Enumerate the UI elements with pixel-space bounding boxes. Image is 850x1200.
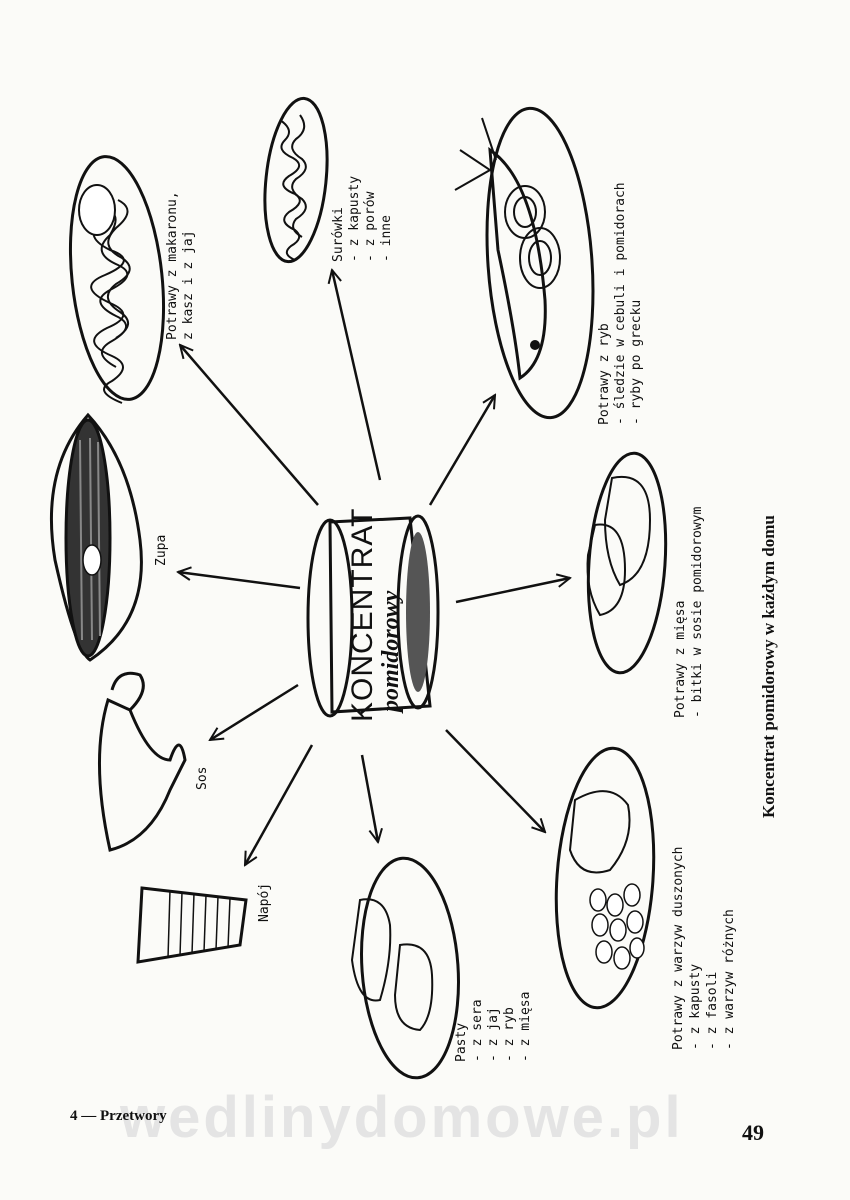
spread-plate-illustration: [350, 856, 460, 1080]
label-zupa: Zupa: [154, 535, 169, 566]
label-makaron: Potrawy z makaronu, z kasz i z jaj: [165, 191, 196, 340]
drinking-glass-illustration: [136, 886, 248, 964]
label-sos: Sos: [195, 767, 210, 790]
sauce-boat-illustration: [97, 671, 187, 852]
arrow-pasty: [360, 754, 378, 842]
label-surowki-line: - inne: [379, 215, 394, 262]
meat-plate-illustration: [586, 451, 668, 675]
label-warzywa-line: - z kapusty: [688, 964, 703, 1050]
label-sos-line: Sos: [195, 767, 210, 790]
arrow-ryby: [428, 395, 495, 506]
footer-section-title: 4 — Przetwory: [70, 1108, 167, 1124]
label-surowki-line: - z porów: [363, 191, 378, 262]
label-ryby-line: - śledzie w cebuli i pomidorach: [613, 182, 628, 425]
label-surowki-line: - z kapusty: [347, 176, 362, 262]
label-ryby-line: Potrawy z ryb: [597, 323, 612, 425]
label-miesa-line: Potrawy z mięsa: [673, 601, 688, 718]
arrow-zupa: [178, 572, 301, 590]
arrow-surowki: [332, 270, 382, 481]
label-surowki: Surówki - z kapusty - z porów - inne: [331, 176, 394, 262]
diagram-caption: Koncentrat pomidorowy w każdym domu: [759, 515, 778, 818]
label-pasty: Pasty - z sera - z jaj - z ryb - z mięsa: [454, 992, 533, 1062]
label-pasty-line: - z mięsa: [518, 992, 533, 1062]
arrow-napoj: [243, 744, 314, 865]
vegetable-plate-illustration: [554, 746, 656, 1010]
can-label-line2: pomidorowy: [378, 590, 404, 714]
label-warzywa: Potrawy z warzyw duszonych - z kapusty -…: [671, 847, 737, 1051]
label-napoj-line: Napój: [257, 883, 272, 922]
page-number: 49: [742, 1120, 764, 1145]
salad-bowl-illustration: [263, 96, 329, 264]
label-makaron-line: Potrawy z makaronu,: [165, 191, 180, 340]
label-warzywa-line: Potrawy z warzyw duszonych: [671, 847, 686, 1051]
fish-plate-illustration: [454, 106, 595, 420]
soup-bowl-illustration: [49, 412, 143, 662]
label-pasty-line: Pasty: [454, 1023, 469, 1062]
label-miesa: Potrawy z mięsa - bitki w sosie pomidoro…: [673, 507, 705, 718]
label-makaron-line: z kasz i z jaj: [181, 230, 196, 340]
tomato-concentrate-can: KONCENTRAT pomidorowy: [306, 508, 440, 722]
arrows: [178, 270, 570, 865]
label-warzywa-line: - z fasoli: [705, 972, 720, 1050]
arrow-sos: [210, 683, 299, 740]
label-zupa-line: Zupa: [154, 535, 169, 566]
label-warzywa-line: - z warzyw różnych: [722, 909, 737, 1050]
label-pasty-line: - z jaj: [486, 1007, 501, 1062]
arrow-warzywa: [445, 729, 545, 832]
label-pasty-line: - z sera: [470, 999, 485, 1062]
arrow-makaron: [180, 345, 319, 506]
label-ryby: Potrawy z ryb - śledzie w cebuli i pomid…: [597, 182, 644, 425]
label-ryby-line: - ryby po grecku: [629, 300, 644, 425]
pasta-plate-illustration: [68, 155, 166, 404]
can-label-line1: KONCENTRAT: [346, 508, 379, 722]
label-miesa-line: - bitki w sosie pomidorowym: [690, 507, 705, 718]
watermark-text: wedlinydomowe.pl: [120, 1085, 684, 1150]
arrow-miesa: [455, 578, 570, 604]
label-pasty-line: - z ryb: [502, 1007, 517, 1062]
label-surowki-line: Surówki: [331, 207, 346, 262]
label-napoj: Napój: [257, 883, 272, 922]
